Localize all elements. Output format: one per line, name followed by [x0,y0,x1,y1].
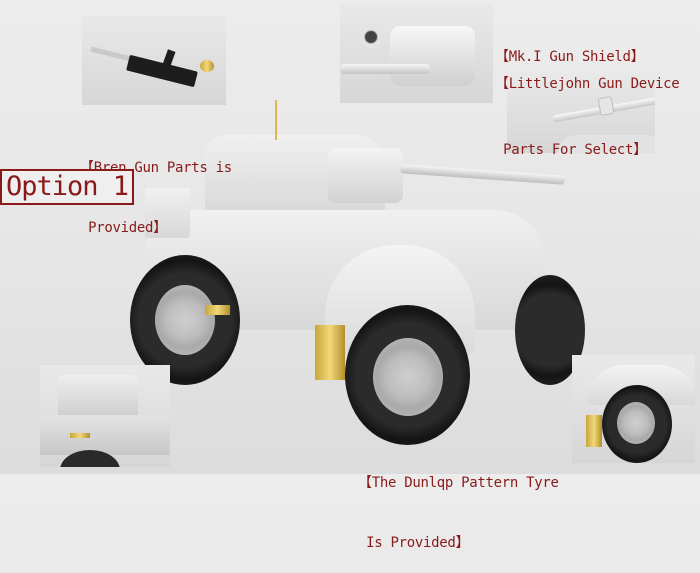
littlejohn-caption-line-2: Parts For Select】 [495,142,647,158]
bren-mount-brass [200,60,214,72]
mk1-gun-shield-inset [340,4,493,103]
littlejohn-caption-line-1: 【Littlejohn Gun Device [495,76,680,92]
tyre-inset-mudflap [586,415,602,447]
shield-caption-line: 【Mk.I Gun Shield】 [495,49,645,65]
armoured-car-render [100,100,585,445]
stowage-box [145,188,190,238]
tyre-caption-line-1: 【The Dunlqp Pattern Tyre [358,475,559,491]
gun-mantlet [328,148,403,203]
rear-left-hub [155,285,215,355]
shield-barrel [340,64,430,74]
option-label-box: Option 1 [0,169,134,205]
rear-brass-parts [70,433,90,438]
periscope-lamp [360,26,382,48]
littlejohn-inset [507,73,655,153]
mk1-gun-shield-caption: 【Mk.I Gun Shield】 [495,7,645,87]
bren-gun-inset [82,15,226,105]
tyre-caption-line-2: Is Provided】 [358,535,470,551]
photo-etch-bracket [205,305,230,315]
rear-tyre-arc [60,450,120,467]
tyre-inset [572,355,695,463]
shield-block [390,26,475,86]
bren-caption-line-2: Provided】 [80,220,167,236]
tyre-caption: 【The Dunlqp Pattern Tyre Is Provided】 [358,433,559,573]
front-left-hub [373,338,443,416]
photo-etch-mudflap [315,325,345,380]
rear-turret [58,375,138,420]
bren-gun-body [126,54,198,88]
tyre-inset-hub [617,402,655,444]
littlejohn-caption: 【Littlejohn Gun Device Parts For Select】 [495,29,680,183]
hull-rear-inset [40,365,170,467]
rear-hull [40,415,170,455]
littlejohn-hull [557,135,655,153]
photo-etch-antenna [275,100,277,140]
